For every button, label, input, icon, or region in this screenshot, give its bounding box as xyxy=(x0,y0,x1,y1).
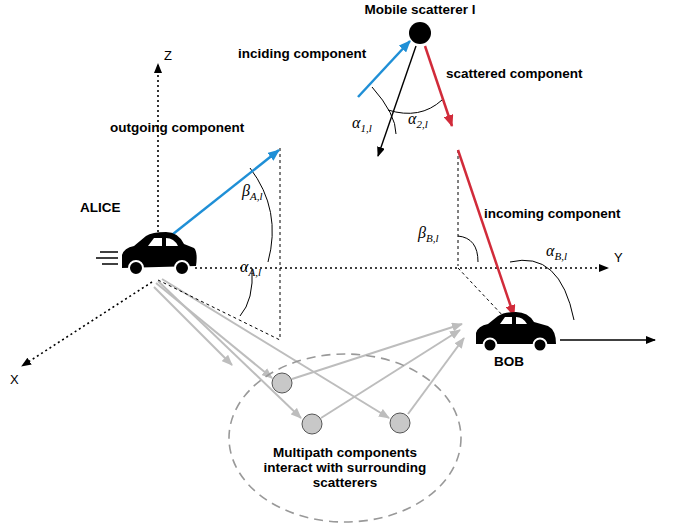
axis-label: X xyxy=(10,372,19,387)
angle-label: βB,l xyxy=(418,224,439,244)
axis-label: Y xyxy=(614,250,623,265)
text-label: scattered component xyxy=(446,66,583,81)
angle-label: α2,l xyxy=(408,110,428,130)
node-text: Mobile scatterer l xyxy=(330,2,510,17)
text-label: inciding component xyxy=(238,46,366,61)
angle-label: βA,l xyxy=(242,182,263,202)
text-label: BOB xyxy=(494,354,524,369)
text-label: outgoing component xyxy=(110,120,244,135)
text-label: ALICE xyxy=(80,200,121,215)
bob-car xyxy=(476,312,556,352)
axis-label: Z xyxy=(164,48,172,63)
angle-label: αB,l xyxy=(546,242,567,262)
scatterer-region: Multipath components interact with surro… xyxy=(227,352,463,524)
angle-label: α1,l xyxy=(352,114,372,134)
alice-car xyxy=(96,232,197,275)
node-text: Multipath components interact with surro… xyxy=(257,445,433,490)
text-label: incoming component xyxy=(484,206,621,221)
mobile-scatterer: Mobile scatterer l xyxy=(330,2,510,47)
node-outline xyxy=(227,352,463,524)
angle-label: αA,l xyxy=(240,258,261,278)
